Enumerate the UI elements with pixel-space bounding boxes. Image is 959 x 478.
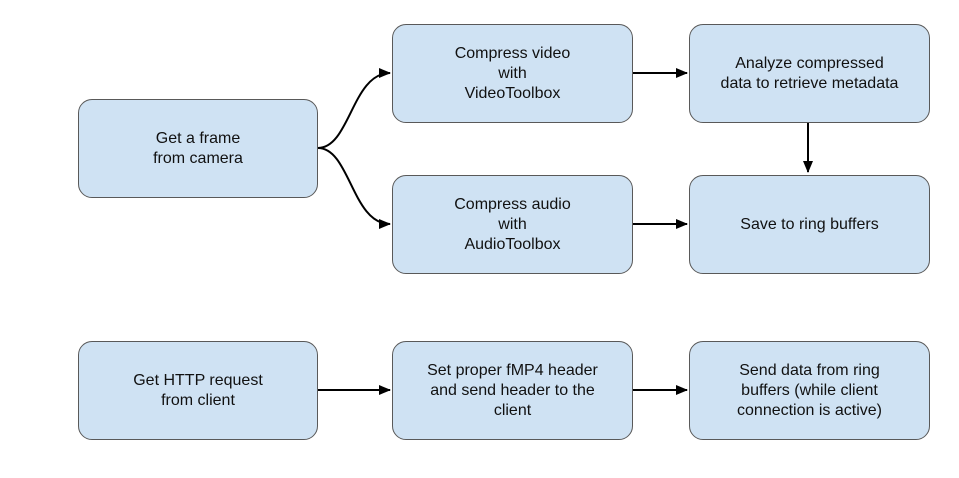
- edge-get-frame-to-compress-audio: [317, 147, 391, 229]
- node-label-line: and send header to the: [430, 381, 595, 399]
- node-label-line: Set proper fMP4 header: [427, 361, 598, 379]
- node-label-line: buffers (while client: [741, 381, 878, 399]
- node-compress-video: Compress video with VideoToolbox: [392, 24, 633, 123]
- node-label-line: from client: [161, 391, 235, 409]
- node-label-line: Send data from ring: [739, 361, 880, 379]
- edge-get-frame-to-compress-video: [317, 68, 391, 149]
- node-set-header: Set proper fMP4 header and send header t…: [392, 341, 633, 440]
- node-label-line: Save to ring buffers: [740, 215, 879, 233]
- node-save-ring-buffers: Save to ring buffers: [689, 175, 930, 274]
- node-compress-audio: Compress audio with AudioToolbox: [392, 175, 633, 274]
- node-label-line: Get HTTP request: [133, 371, 263, 389]
- node-get-frame: Get a frame from camera: [78, 99, 318, 198]
- node-label-line: with: [498, 215, 527, 233]
- node-label-line: with: [498, 64, 527, 82]
- node-label-line: from camera: [153, 149, 243, 167]
- node-label-line: AudioToolbox: [464, 235, 561, 253]
- node-analyze: Analyze compressed data to retrieve meta…: [689, 24, 930, 123]
- node-label-line: client: [493, 401, 532, 419]
- node-label-line: VideoToolbox: [464, 84, 561, 102]
- node-label-line: connection is active): [737, 401, 882, 419]
- node-send-data: Send data from ring buffers (while clien…: [689, 341, 930, 440]
- node-label-line: Compress audio: [454, 195, 571, 213]
- node-label-line: Analyze compressed: [735, 54, 884, 72]
- node-label-line: Compress video: [454, 44, 571, 62]
- node-label-line: data to retrieve metadata: [720, 74, 899, 92]
- node-label-line: Get a frame: [155, 129, 241, 147]
- node-get-http-request: Get HTTP request from client: [78, 341, 318, 440]
